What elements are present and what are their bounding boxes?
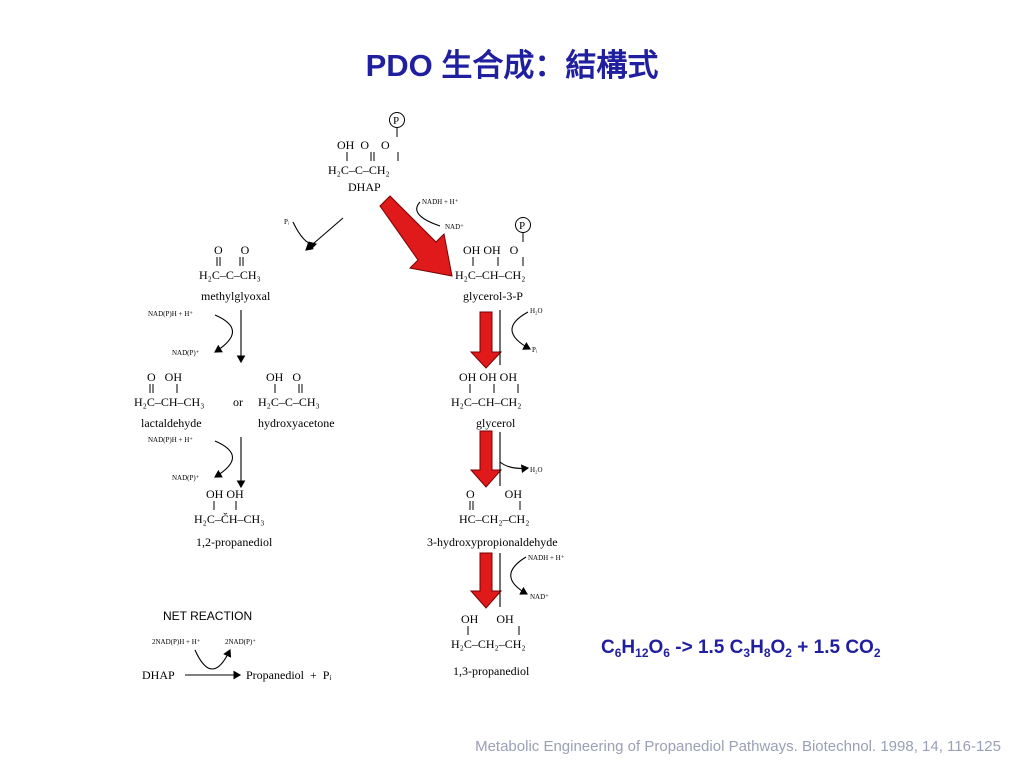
ha-name: hydroxyacetone [258, 416, 335, 430]
lactaldehyde-name: lactaldehyde [141, 416, 202, 430]
net-reaction: NET REACTION 2NAD(P)H + H⁺ 2NAD(P)⁺ DHAP… [142, 609, 331, 682]
h2o-label-2: H₂O [530, 466, 543, 474]
glycerol-chain: H₂C–CH–CH₂ [451, 395, 521, 409]
glycerol-groups: OH OH OH [459, 370, 517, 384]
red-arrow-glycerol-to-hpa [469, 430, 503, 488]
la-cofactor-out: NAD(P)⁺ [172, 474, 200, 482]
ha-chain: H₂C–C–CH₃ [258, 395, 320, 409]
pdo13-chain: H₂C–CH₂–CH₂ [451, 637, 526, 651]
net-cofactor-in: 2NAD(P)H + H⁺ [152, 638, 201, 646]
step1-cofactor-arrow [416, 201, 441, 227]
g3p-groups: OH OH O [463, 243, 519, 257]
or-label: or [233, 395, 243, 409]
net-substrate: DHAP [142, 668, 175, 682]
phosphate-label: P [393, 115, 399, 127]
mg-chain: H₂C–C–CH₃ [199, 268, 261, 282]
pdo12-name: 1,2-propanediol [196, 535, 273, 549]
mg-cofactor-out: NAD(P)⁺ [172, 349, 200, 357]
net-cofactor-arrow [194, 649, 232, 670]
hpa-name: 3-hydroxypropionaldehyde [427, 535, 558, 549]
mg-name: methylglyoxal [201, 289, 271, 303]
glycerol-3-p-molecule: P OH OH O H₂C–CH–CH₂ glycerol-3-P [455, 217, 531, 303]
net-products: Propanediol + Pᵢ [246, 668, 331, 682]
methylglyoxal-molecule: O O H₂C–C–CH₃ methylglyoxal [199, 243, 271, 303]
g3p-cofactor-arrow [511, 311, 531, 350]
h2o-label-1: H₂O [530, 307, 543, 315]
glycerol-name: glycerol [476, 416, 516, 430]
step1-cofactor-out: NAD⁺ [445, 223, 464, 231]
step4-cofactor-in: NADH + H⁺ [528, 554, 565, 562]
step1-cofactor-in: NADH + H⁺ [422, 198, 459, 206]
step4-cofactor-out: NAD⁺ [530, 593, 549, 601]
pi-label-2: Pᵢ [532, 346, 538, 354]
la-cofactor-in: NAD(P)H + H⁺ [148, 436, 193, 444]
net-cofactor-out: 2NAD(P)⁺ [225, 638, 256, 646]
phosphate-circle [389, 112, 405, 128]
lactaldehyde-molecule: O OH H₂C–CH–CH₃ lactaldehyde [134, 370, 204, 430]
pdo12-molecule: OH OH H₂C–ČH–CH₃ 1,2-propanediol [194, 487, 273, 549]
glycerol-molecule: OH OH OH H₂C–CH–CH₂ glycerol [451, 370, 521, 430]
dhap-groups: OH O O [337, 138, 390, 152]
net-reaction-heading: NET REACTION [163, 609, 252, 623]
g3p-chain: H₂C–CH–CH₂ [455, 268, 525, 282]
pdo12-groups: OH OH [206, 487, 244, 501]
hydroxyacetone-molecule: OH O H₂C–C–CH₃ hydroxyacetone [258, 370, 335, 430]
mg-groups: O O [214, 243, 250, 257]
step4-cofactor-arrow [510, 556, 528, 595]
ha-groups: OH O [266, 370, 301, 384]
pi-label: Pᵢ [284, 218, 290, 226]
overall-formula: C6H12O6 -> 1.5 C3H8O2 + 1.5 CO2 [601, 637, 881, 660]
pdo13-molecule: OH OH H₂C–CH₂–CH₂ 1,3-propanediol [451, 612, 530, 678]
phosphate-label-2: P [519, 220, 525, 232]
hpa-chain: HC–CH₂–CH₂ [459, 512, 529, 526]
dhap-to-methylglyoxal-arrow [305, 217, 344, 251]
pi-release-arrow [292, 221, 318, 250]
citation: Metabolic Engineering of Propanediol Pat… [475, 738, 1001, 755]
red-arrow-dhap-to-g3p [379, 195, 453, 277]
dhap-name: DHAP [348, 180, 381, 194]
lactaldehyde-groups: O OH [147, 370, 182, 384]
dhap-chain: H₂C–C–CH₂ [328, 163, 390, 177]
red-arrow-g3p-to-glycerol [469, 311, 503, 369]
pdo13-groups: OH OH [461, 612, 514, 626]
hpa-groups: O OH [466, 487, 522, 501]
la-cofactor-arrow [214, 440, 233, 478]
phosphate-circle-2 [515, 217, 531, 233]
hpa-molecule: O OH HC–CH₂–CH₂ 3-hydroxypropionaldehyde [427, 487, 558, 549]
pdo13-name: 1,3-propanediol [453, 664, 530, 678]
slide-title: PDO 生合成：結構式 [365, 48, 659, 83]
dhap-molecule: P OH O O H₂C–C–CH₂ DHAP [328, 112, 405, 194]
h2o-release-arrow [499, 461, 530, 474]
g3p-name: glycerol-3-P [463, 289, 523, 303]
mg-cofactor-in: NAD(P)H + H⁺ [148, 310, 193, 318]
pdo12-chain: H₂C–ČH–CH₃ [194, 512, 264, 526]
red-arrow-hpa-to-pdo13 [469, 552, 503, 609]
mg-cofactor-arrow [214, 314, 233, 353]
lactaldehyde-chain: H₂C–CH–CH₃ [134, 395, 204, 409]
